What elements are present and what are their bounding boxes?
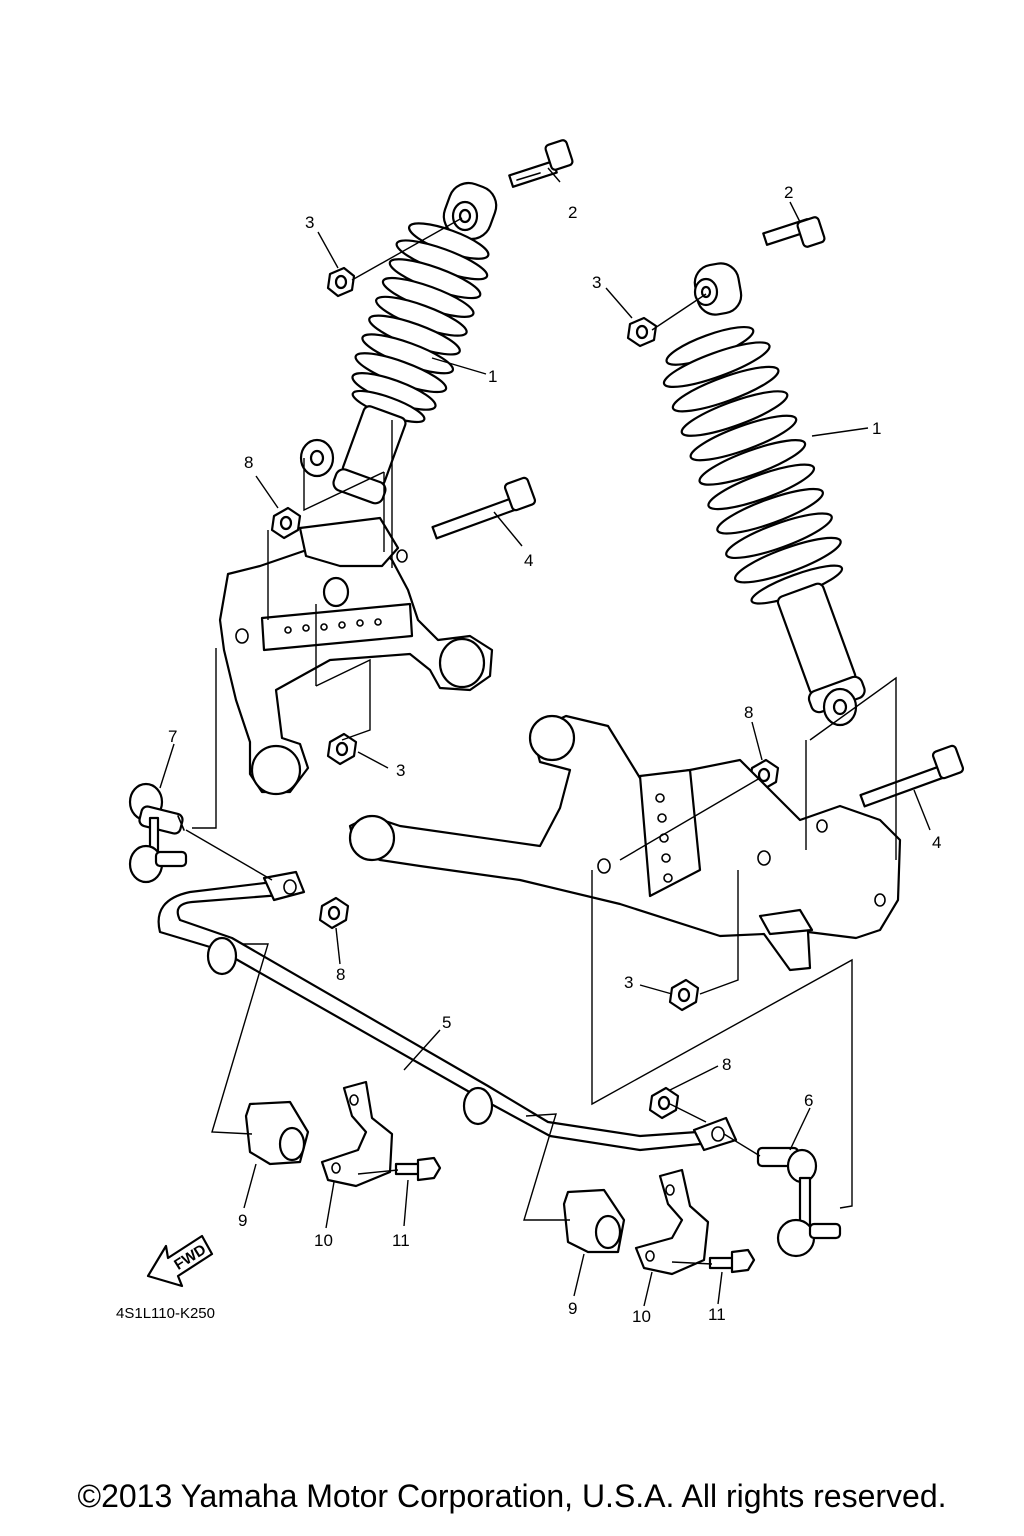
shock-absorber-right[interactable] [654, 261, 894, 727]
bolt-2-right[interactable] [762, 216, 826, 248]
a-arm-right[interactable] [348, 714, 902, 972]
assembly-lines [185, 217, 897, 1265]
copyright-notice: ©2013 Yamaha Motor Corporation, U.S.A. A… [77, 1478, 947, 1514]
callout-3: 3 [396, 761, 405, 780]
bolt-4-left[interactable] [431, 476, 537, 540]
bushing-9-right[interactable] [562, 1188, 626, 1254]
nut-8-c[interactable] [318, 896, 350, 930]
callout-11: 11 [708, 1305, 726, 1324]
callout-8: 8 [744, 703, 753, 722]
bracket-10-left[interactable] [320, 1080, 394, 1188]
callout-6: 6 [804, 1091, 813, 1110]
bolt-4-right[interactable] [859, 744, 965, 808]
callout-1: 1 [872, 419, 881, 438]
fwd-arrow-icon: FWD [146, 1234, 214, 1288]
callout-3: 3 [624, 973, 633, 992]
callout-9: 9 [568, 1299, 577, 1318]
bolt-11-right[interactable] [708, 1248, 756, 1274]
callout-7: 7 [168, 727, 177, 746]
nut-3-a[interactable] [326, 266, 356, 298]
nut-3-c[interactable] [326, 732, 358, 766]
callout-2: 2 [784, 183, 793, 202]
stabilizer-bar[interactable] [157, 870, 738, 1152]
bolt-11-left[interactable] [394, 1156, 442, 1182]
callout-4: 4 [932, 833, 941, 852]
callout-5: 5 [442, 1013, 451, 1032]
callout-11: 11 [392, 1231, 410, 1250]
callout-1: 1 [488, 367, 497, 386]
callouts: 3 2 1 2 3 1 8 4 3 7 8 4 8 5 3 8 6 9 10 1… [168, 183, 941, 1326]
bracket-10-right[interactable] [634, 1168, 710, 1276]
nut-3-b[interactable] [626, 316, 658, 348]
bolt-2-left[interactable] [508, 139, 574, 188]
nut-8-a[interactable] [270, 506, 302, 540]
nut-8-d[interactable] [648, 1086, 680, 1120]
callout-8: 8 [244, 453, 253, 472]
shock-absorber-left[interactable] [299, 177, 502, 513]
callout-8: 8 [722, 1055, 731, 1074]
diagram-code: 4S1L110-K250 [116, 1305, 215, 1322]
a-arm-left[interactable] [218, 516, 494, 796]
callout-3: 3 [592, 273, 601, 292]
stabilizer-link-right[interactable] [756, 1146, 842, 1258]
callout-3: 3 [305, 213, 314, 232]
stabilizer-link-left[interactable] [128, 782, 188, 884]
callout-10: 10 [314, 1231, 333, 1250]
bushing-9-left[interactable] [244, 1100, 310, 1166]
callout-4: 4 [524, 551, 533, 570]
callout-10: 10 [632, 1307, 651, 1326]
callout-2: 2 [568, 203, 577, 222]
callout-9: 9 [238, 1211, 247, 1230]
callout-8: 8 [336, 965, 345, 984]
nut-3-d[interactable] [668, 978, 700, 1012]
leader-lines [159, 167, 931, 1307]
